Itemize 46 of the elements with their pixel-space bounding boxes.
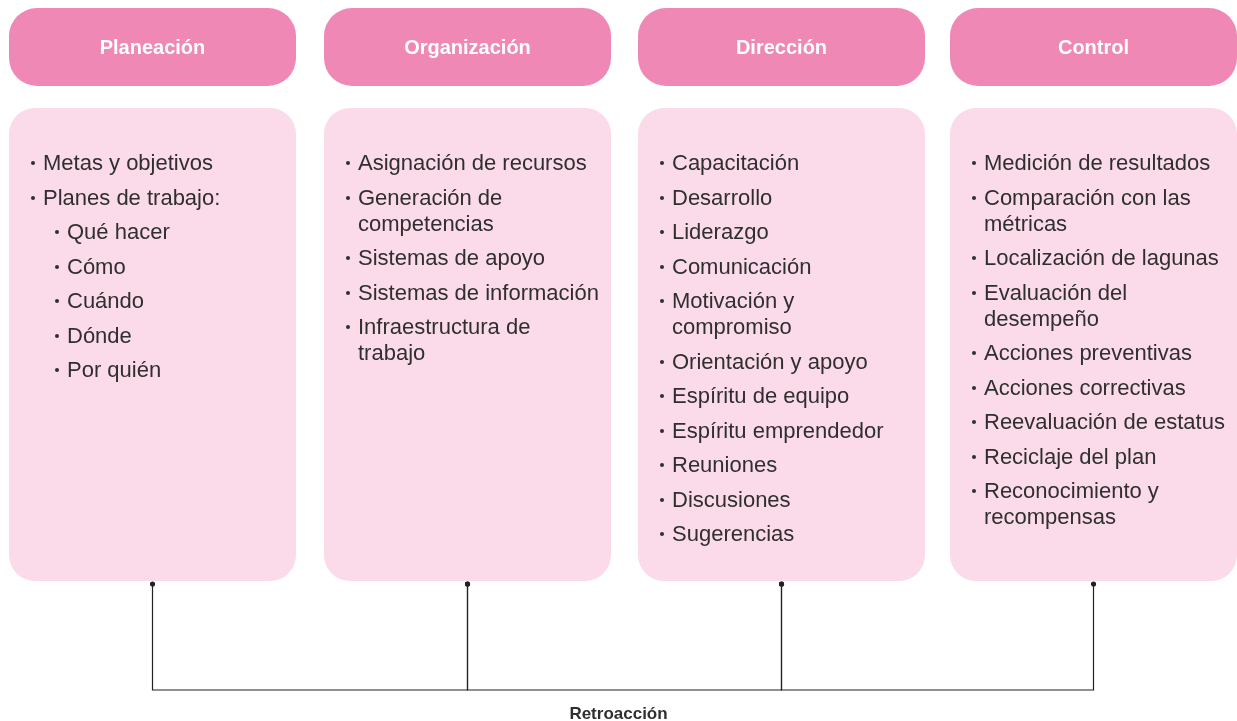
list-item: Evaluación del desempeño: [984, 279, 1129, 332]
activity-card: [324, 108, 611, 581]
list-item: Espíritu emprendedor: [672, 417, 884, 444]
list-item: Cómo: [67, 253, 126, 280]
list-item: Asignación de recursos: [358, 150, 587, 176]
list-item: Motivación y compromiso: [672, 288, 796, 340]
stage-header: [950, 8, 1237, 86]
stage-header: [638, 8, 925, 86]
list-item: Acciones correctivas: [984, 374, 1186, 401]
feedback-connector: [778, 581, 1097, 691]
list-item: Medición de resultados: [984, 150, 1211, 176]
list-item: Sugerencias: [672, 521, 795, 547]
list-item: Liderazgo: [672, 219, 769, 245]
list-item: Comparación con las métricas: [984, 184, 1192, 237]
feedback-label: Retroacción: [569, 703, 668, 721]
list-item: Qué hacer: [67, 219, 170, 245]
list-item: Planes de trabajo:: [43, 184, 221, 211]
list-item: Infraestructura de trabajo: [358, 314, 532, 366]
list-item: Sistemas de apoyo: [358, 245, 546, 271]
list-item: Reevaluación de estatus: [984, 409, 1225, 435]
header-title: Dirección: [735, 35, 828, 60]
list-item: Espíritu de equipo: [672, 383, 850, 409]
header-title: Control: [1057, 35, 1130, 60]
list-item: Metas y objetivos: [43, 150, 213, 176]
list-item: Cuándo: [67, 288, 145, 314]
list-item: Reconocimiento y recompensas: [984, 478, 1160, 530]
activity-card: [950, 108, 1237, 581]
activity-card: [9, 108, 296, 581]
list-item: Discusiones: [672, 486, 791, 513]
list-item: Dónde: [67, 322, 132, 349]
list-item: Orientación y apoyo: [672, 348, 868, 375]
list-item: Por quién: [67, 357, 162, 383]
list-item: Reciclaje del plan: [984, 443, 1157, 470]
list-item: Generación de competencias: [358, 184, 504, 237]
list-item: Acciones preventivas: [984, 340, 1192, 366]
list-item: Desarrollo: [672, 184, 773, 211]
list-item: Capacitación: [672, 150, 800, 176]
list-item: Comunicación: [672, 253, 812, 280]
activity-card: [638, 108, 925, 581]
list-item: Reuniones: [672, 452, 778, 478]
stage-header: [324, 8, 611, 86]
stage-header: [9, 8, 296, 86]
list-item: Sistemas de información: [358, 279, 599, 306]
header-title: Planeación: [99, 35, 206, 60]
list-item: Localización de lagunas: [984, 245, 1219, 271]
header-title: Organización: [404, 35, 531, 60]
